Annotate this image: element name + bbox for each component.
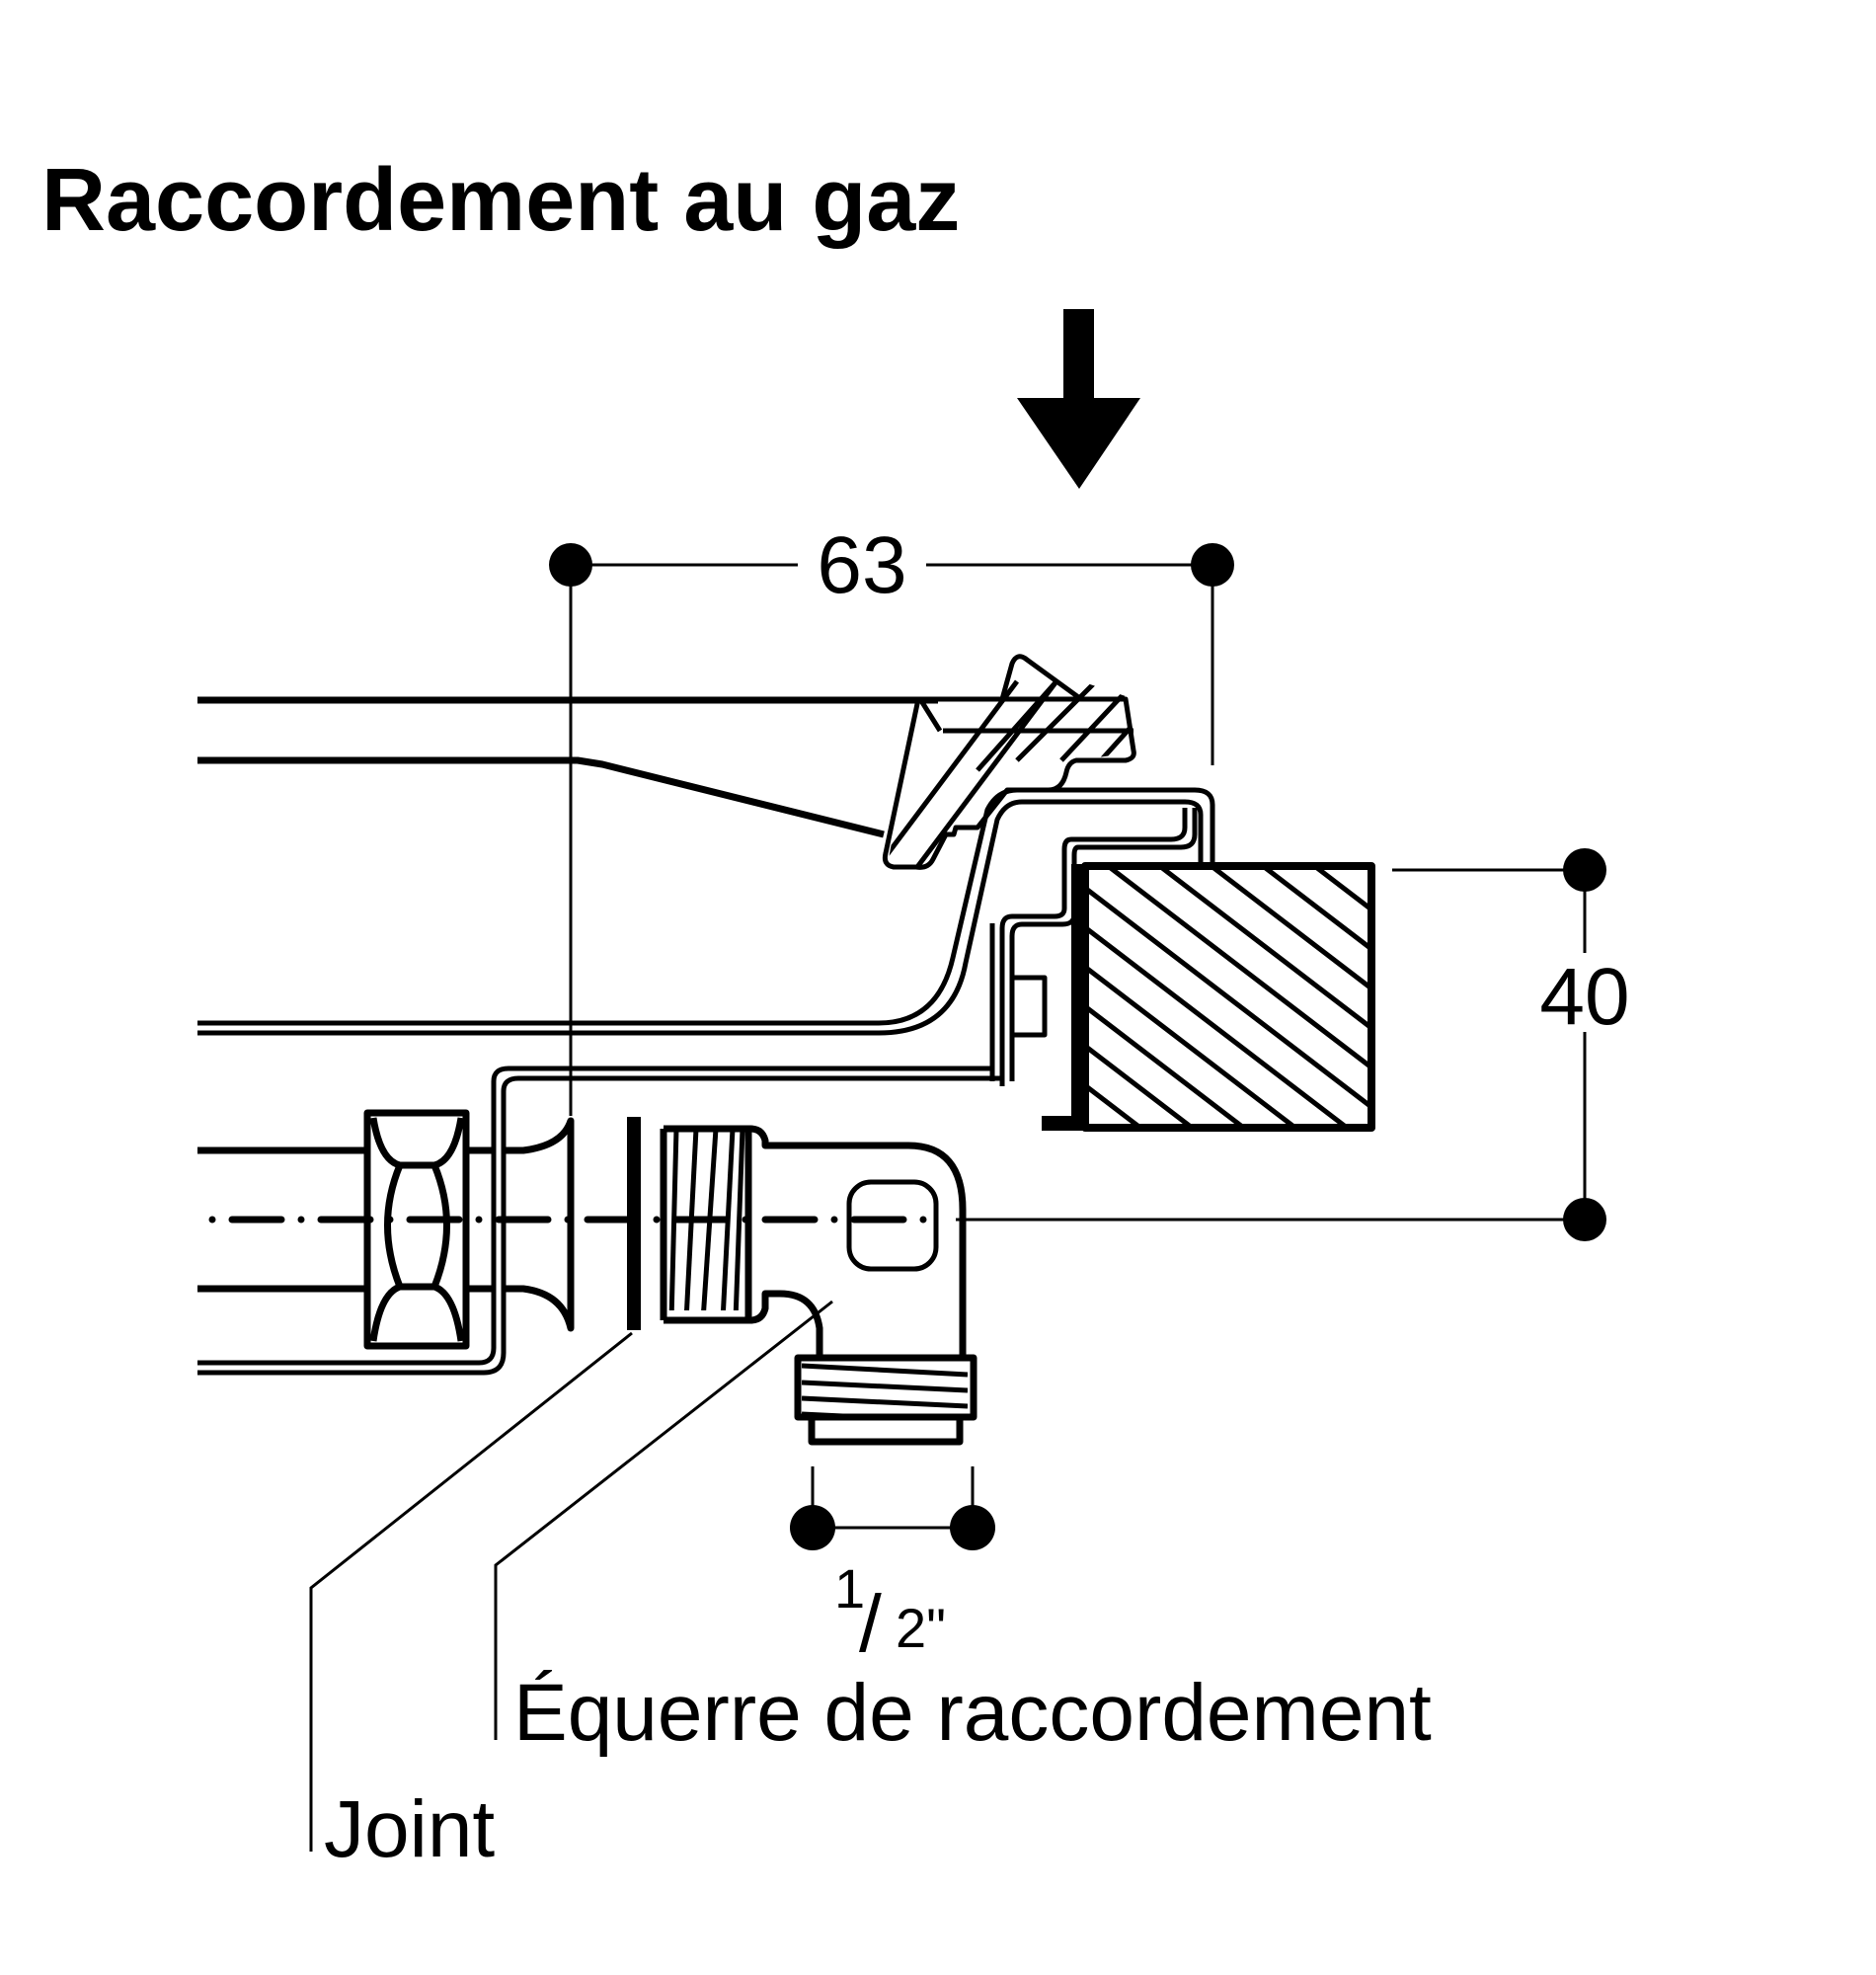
thread-slash: /: [859, 1579, 882, 1669]
thread-numerator: 1: [834, 1557, 865, 1620]
gasket: [627, 1117, 641, 1330]
elbow-fitting: [660, 1125, 967, 1358]
dimension-40: 40: [956, 848, 1630, 1241]
dimension-endpoint: [950, 1505, 995, 1550]
pipe-flare: [504, 1117, 575, 1332]
gas-pipe: [197, 1146, 494, 1293]
page-title: Raccordement au gaz: [41, 151, 960, 250]
dimension-endpoint: [790, 1505, 835, 1550]
leader-lines: [309, 1300, 833, 1852]
thread-denominator: 2": [896, 1597, 946, 1659]
worktop: [1042, 862, 1375, 1132]
label-gasket: Joint: [324, 1784, 495, 1874]
mounting-clamp: [882, 654, 1136, 874]
dimension-width-label: 63: [817, 520, 906, 610]
arrow-down-icon: [1017, 309, 1140, 489]
elbow-thread: [794, 1354, 977, 1446]
dimension-height-label: 40: [1539, 952, 1629, 1042]
label-elbow: Équerre de raccordement: [513, 1668, 1432, 1758]
hex-nut: [363, 1109, 470, 1350]
dimension-thread-size: 1 / 2": [790, 1466, 995, 1669]
